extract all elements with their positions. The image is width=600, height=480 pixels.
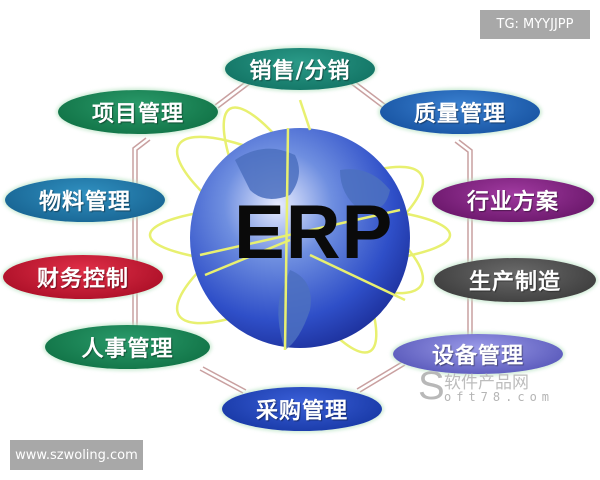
module-hr[interactable]: 人事管理 bbox=[45, 325, 210, 369]
watermark-en-text: oft78.com bbox=[444, 390, 555, 404]
module-project[interactable]: 项目管理 bbox=[58, 90, 218, 134]
module-label: 生产制造 bbox=[468, 270, 561, 295]
module-label: 采购管理 bbox=[255, 399, 348, 424]
module-industry[interactable]: 行业方案 bbox=[432, 178, 594, 222]
module-production[interactable]: 生产制造 bbox=[434, 258, 596, 302]
watermark-logo-letter: S bbox=[418, 364, 445, 408]
module-label: 质量管理 bbox=[413, 102, 506, 127]
module-quality[interactable]: 质量管理 bbox=[380, 90, 540, 134]
module-label: 财务控制 bbox=[36, 267, 129, 292]
site-watermark-badge: www.szwoling.com bbox=[10, 440, 143, 470]
module-label: 物料管理 bbox=[38, 190, 131, 215]
watermark-cn-text: 软件产品网 bbox=[444, 373, 529, 393]
module-purchasing[interactable]: 采购管理 bbox=[222, 387, 382, 431]
module-equipment[interactable]: 设备管理 bbox=[393, 334, 563, 374]
module-label: 行业方案 bbox=[466, 190, 559, 215]
module-material[interactable]: 物料管理 bbox=[5, 178, 165, 222]
module-label: 项目管理 bbox=[91, 102, 184, 127]
erp-center-label: ERP bbox=[234, 190, 394, 275]
module-label: 人事管理 bbox=[81, 337, 174, 362]
module-label: 设备管理 bbox=[431, 344, 524, 369]
module-finance[interactable]: 财务控制 bbox=[3, 255, 163, 299]
tg-watermark-badge: TG: MYYJJPP bbox=[480, 10, 590, 39]
module-label: 销售/分销 bbox=[249, 59, 351, 84]
module-sales[interactable]: 销售/分销 bbox=[225, 48, 375, 90]
